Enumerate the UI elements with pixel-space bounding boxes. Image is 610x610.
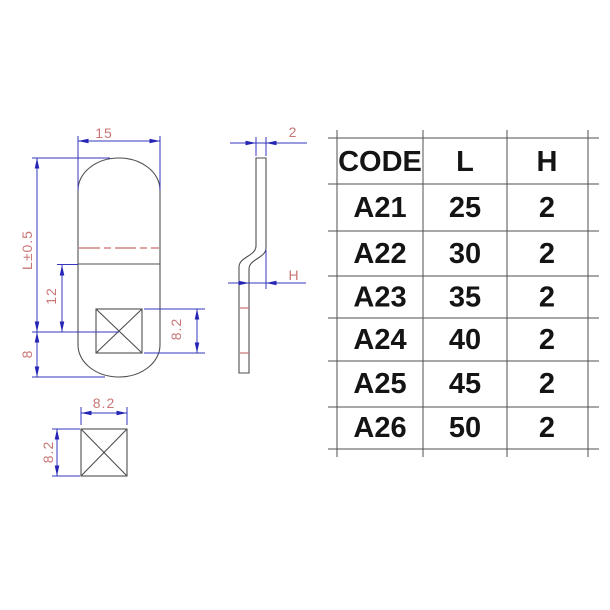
table-cell-h: 2 <box>539 412 555 444</box>
side-strip-outline <box>238 157 267 374</box>
bottom-square-diagonal <box>80 428 128 477</box>
table-cell-h: 2 <box>539 238 555 270</box>
table-cell-code: A26 <box>353 412 406 444</box>
table-header-h: H <box>537 146 558 178</box>
table-header-l: L <box>456 146 474 178</box>
arrowhead <box>59 265 65 276</box>
front-obround-outline <box>77 157 161 378</box>
arrowhead <box>34 158 40 169</box>
table-cell-l: 30 <box>449 238 481 270</box>
front-length-label: L±0.5 <box>19 230 35 270</box>
table-cell-code: A25 <box>353 368 406 400</box>
table-cell-l: 40 <box>449 324 481 356</box>
table-cell-l: 25 <box>449 192 481 224</box>
front-square-size-label: 8.2 <box>168 318 184 340</box>
table-cell-h: 2 <box>539 368 555 400</box>
bottom-square-width-label: 8.2 <box>93 395 115 411</box>
front-tail-label: 8 <box>19 350 35 359</box>
arrowhead <box>34 332 40 343</box>
arrowhead <box>238 280 249 286</box>
table-cell-h: 2 <box>539 192 555 224</box>
arrowhead <box>149 138 160 144</box>
bottom-view <box>80 428 128 477</box>
side-thickness-label: 2 <box>289 124 298 140</box>
side-view-dimensions: 2 H <box>228 124 307 289</box>
spec-table: CODE L H A21 25 2 A22 30 2 A23 35 2 A24 … <box>328 130 599 457</box>
arrowhead <box>34 321 40 332</box>
arrowhead <box>266 140 277 146</box>
side-view <box>238 157 267 374</box>
table-cell-h: 2 <box>539 282 555 314</box>
side-offset-height-label: H <box>288 267 299 283</box>
front-view-dimensions: 15 L±0.5 12 8 8.2 <box>19 125 205 378</box>
front-width-label: 15 <box>95 125 113 141</box>
arrowhead <box>245 140 256 146</box>
front-view <box>77 157 161 378</box>
bottom-square <box>80 428 128 477</box>
arrowhead <box>54 429 60 440</box>
table-cell-code: A23 <box>353 282 406 314</box>
arrowhead <box>194 309 200 320</box>
table-header-code: CODE <box>338 146 422 178</box>
bottom-view-dimensions: 8.2 8.2 <box>40 395 128 477</box>
table-cell-code: A22 <box>353 238 406 270</box>
table-cell-h: 2 <box>539 324 555 356</box>
front-square-hole <box>95 308 143 354</box>
arrowhead <box>194 342 200 353</box>
table-cell-l: 35 <box>449 282 481 314</box>
arrowhead <box>116 410 127 416</box>
arrowhead <box>78 138 89 144</box>
arrowhead <box>266 280 277 286</box>
table-cell-code: A24 <box>353 324 406 356</box>
table-cell-l: 45 <box>449 368 481 400</box>
table-cell-code: A21 <box>353 192 406 224</box>
arrowhead <box>81 410 92 416</box>
front-cam-offset-label: 12 <box>43 287 59 305</box>
bottom-square-height-label: 8.2 <box>40 441 56 463</box>
arrowhead <box>59 321 65 332</box>
arrowhead <box>54 465 60 476</box>
table-cell-l: 50 <box>449 412 481 444</box>
arrowhead <box>34 366 40 377</box>
front-square-diagonal <box>95 308 143 354</box>
